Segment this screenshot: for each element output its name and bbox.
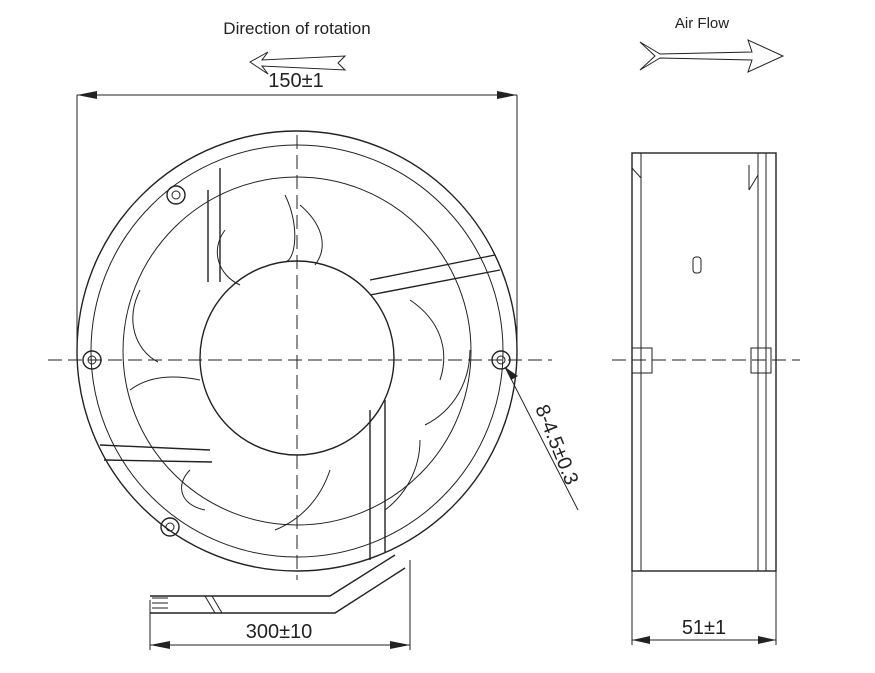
side-view xyxy=(612,152,800,645)
mounting-hole xyxy=(82,350,102,370)
fan-blade xyxy=(384,439,421,511)
mounting-hole-inner xyxy=(171,190,181,200)
rotation-label: Direction of rotation xyxy=(223,19,370,38)
cable-wire-ends xyxy=(152,597,168,609)
fan-blade xyxy=(216,229,241,286)
hole-callout xyxy=(504,366,579,511)
strut-left xyxy=(99,444,213,463)
rotation-arrow xyxy=(249,51,347,75)
mounting-hole-inner xyxy=(496,355,506,365)
rotation-arrow-icon xyxy=(249,51,347,75)
fan-blade xyxy=(424,349,471,426)
power-cable xyxy=(150,554,406,614)
width-dimension xyxy=(76,91,518,345)
cable-dimension-label: 300±10 xyxy=(246,621,313,643)
cable-break-mark xyxy=(204,595,223,614)
arrowhead-left xyxy=(77,91,97,99)
fan-hub xyxy=(199,260,395,456)
mounting-hole xyxy=(160,517,180,537)
strut-bottom xyxy=(369,400,386,560)
depth-dimension-label: 51±1 xyxy=(682,617,726,639)
fan-blade xyxy=(129,376,201,391)
fan-blade xyxy=(132,289,159,363)
hole-dimension-label: 8-4.5±0.3 xyxy=(530,402,582,488)
arrowhead-right xyxy=(758,636,776,644)
cable-dimension xyxy=(149,560,411,650)
hole-leader-line xyxy=(504,366,579,511)
arrowhead-right xyxy=(497,91,517,99)
airflow-arrow-icon xyxy=(639,39,785,73)
strut-top xyxy=(207,168,221,282)
arrowhead-left xyxy=(632,636,650,644)
mounting-hole xyxy=(491,350,511,370)
mounting-hole-inner xyxy=(87,355,97,365)
mounting-hole-inner xyxy=(165,522,175,532)
mounting-holes xyxy=(82,185,511,537)
outer-frame-circle xyxy=(76,130,518,572)
side-chamfer xyxy=(631,165,759,191)
airflow-arrow xyxy=(639,39,785,73)
hole-leader-arrow xyxy=(505,367,518,380)
fan-blade xyxy=(181,469,206,511)
side-body xyxy=(631,152,777,572)
arrowhead-right xyxy=(390,641,410,649)
fan-blade xyxy=(274,469,331,531)
label-slot xyxy=(692,256,702,274)
fan-blade xyxy=(299,204,323,266)
side-mount-tab xyxy=(750,347,772,374)
front-view xyxy=(48,130,552,614)
strut-right xyxy=(369,254,501,296)
width-dimension-label: 150±1 xyxy=(268,70,323,92)
airflow-label: Air Flow xyxy=(675,15,729,32)
mounting-hole xyxy=(166,185,186,205)
venturi-ring xyxy=(122,176,472,526)
fan-blade xyxy=(284,194,296,263)
fan-blade xyxy=(409,299,445,381)
arrowhead-left xyxy=(150,641,170,649)
